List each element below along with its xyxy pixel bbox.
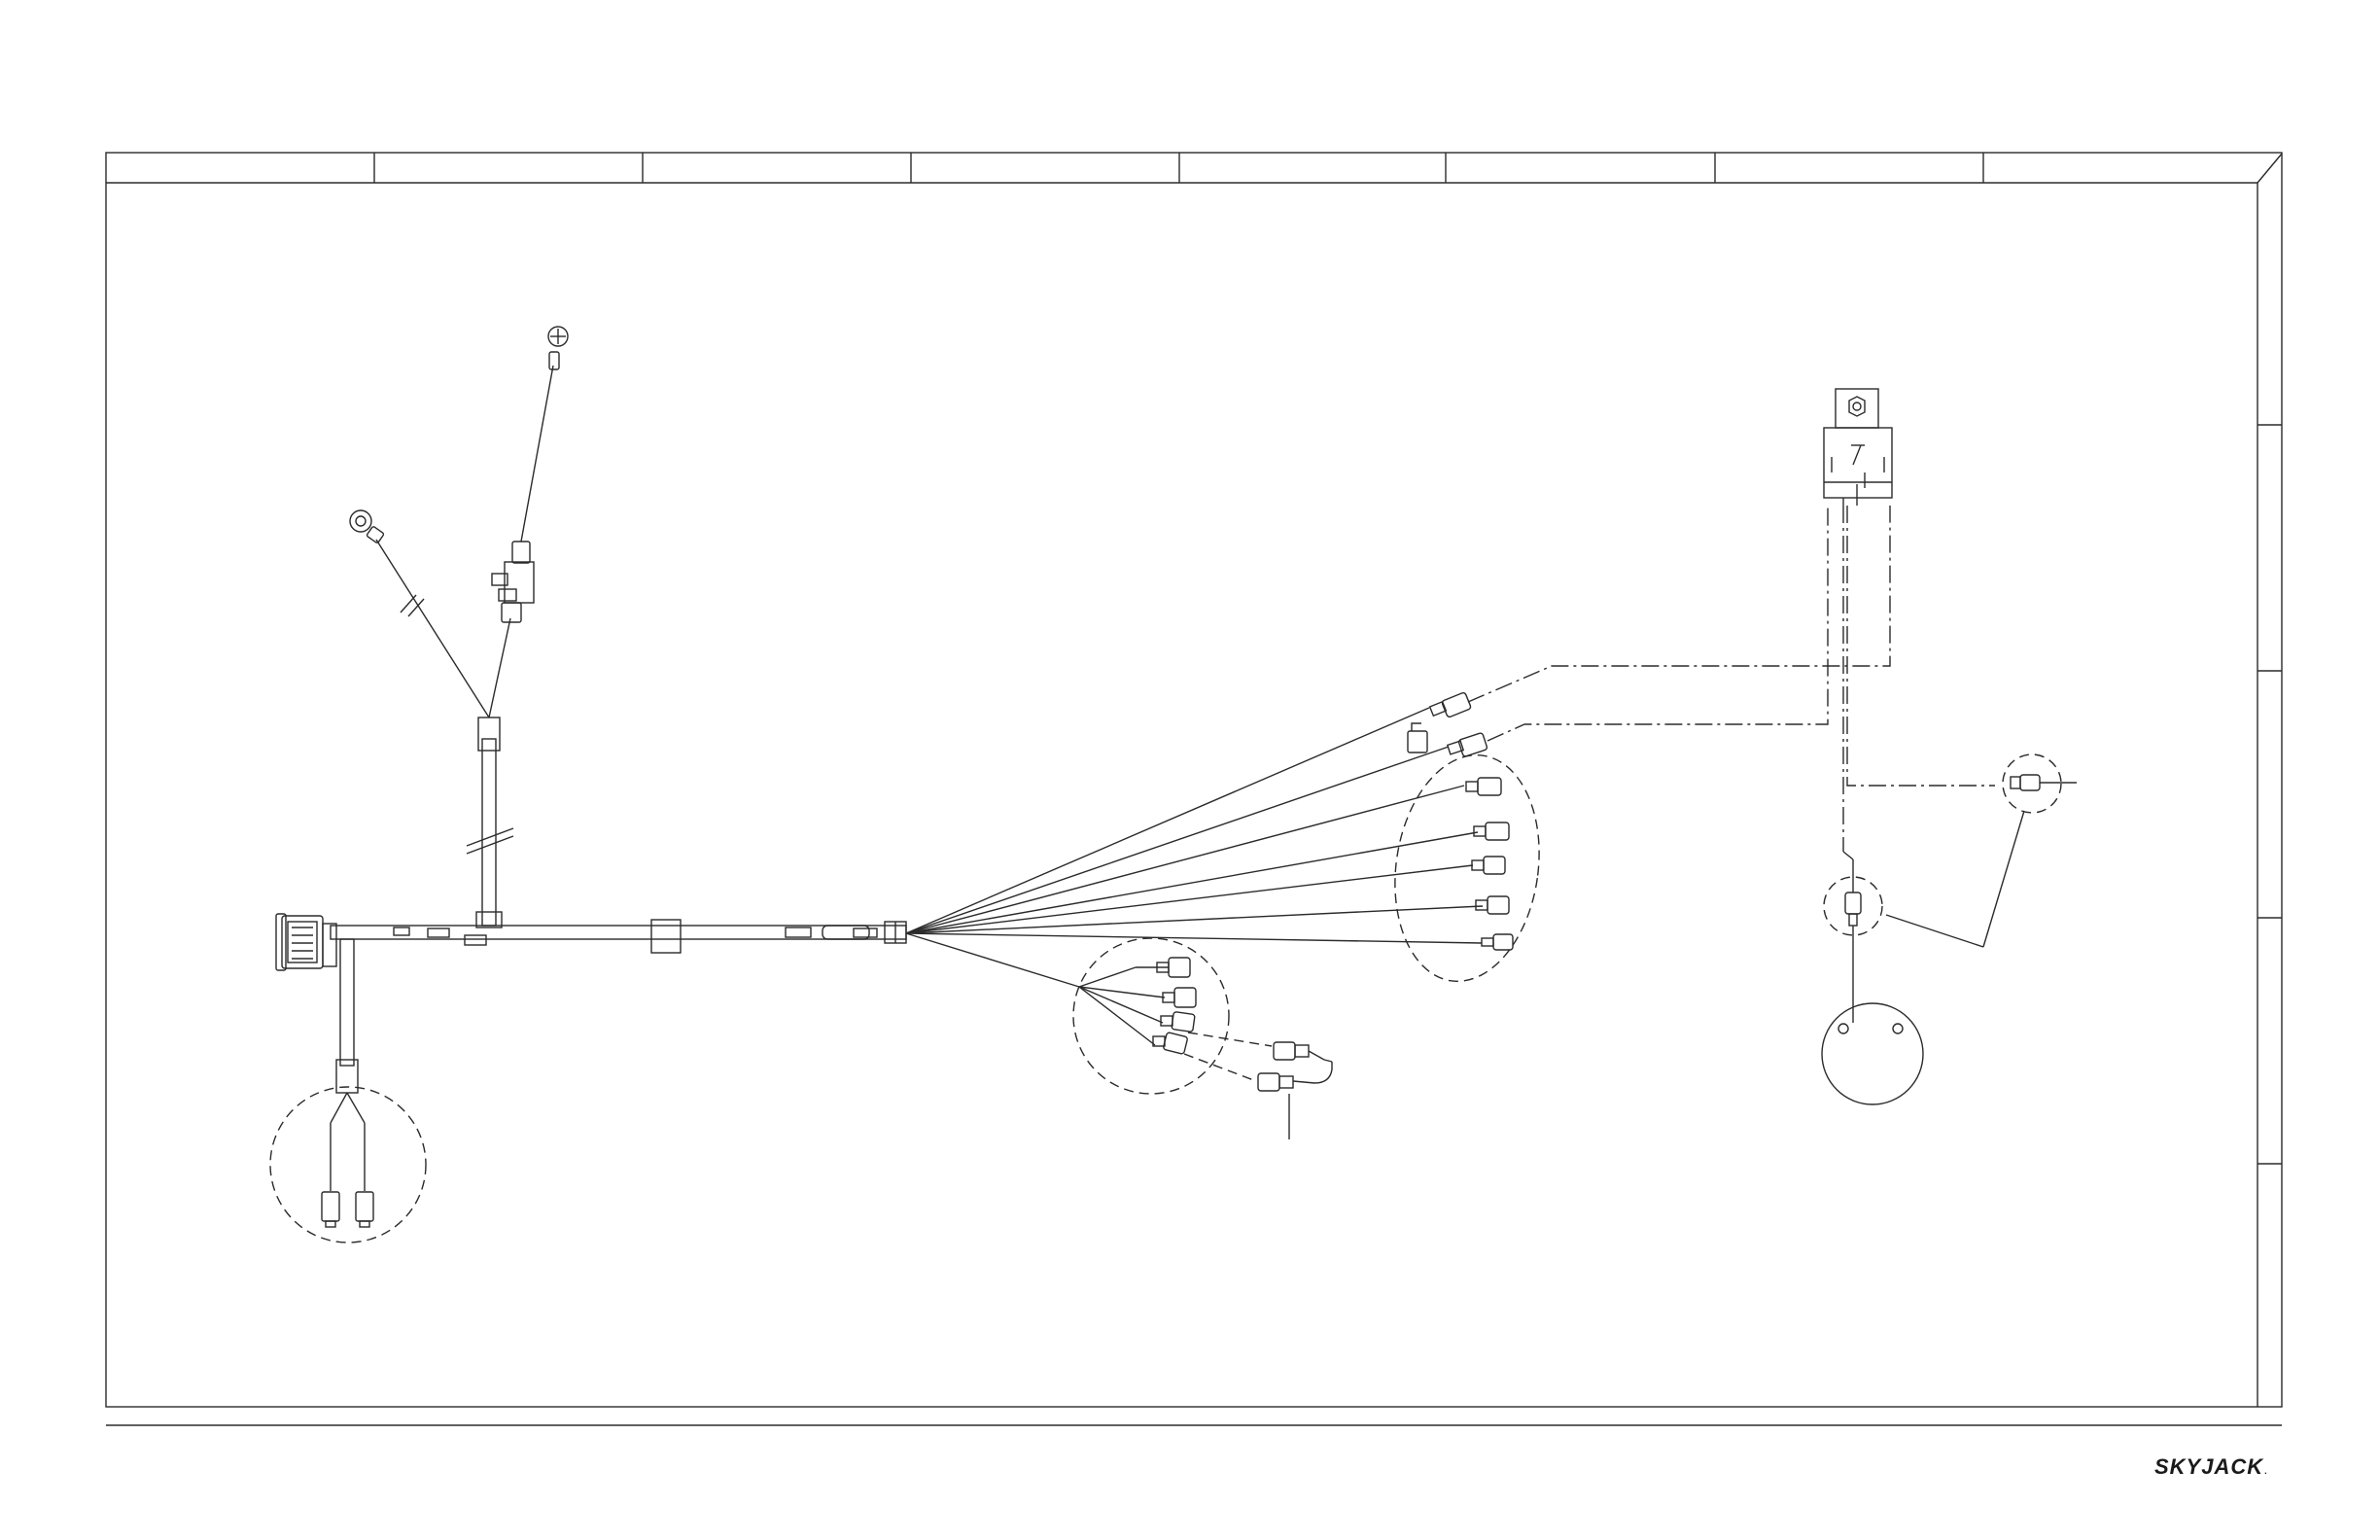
detail-circle-lower-left (270, 1087, 426, 1242)
ring-terminal-icon (548, 327, 568, 369)
spade-connector-icon (1448, 732, 1488, 756)
right-zone-dividers (2258, 425, 2282, 1164)
fan-out-wires (906, 708, 1483, 1045)
brand-logo-mark: . (2264, 1466, 2268, 1476)
top-zone-dividers (374, 153, 1983, 183)
spade-connector-icon (356, 1192, 373, 1227)
brand-logo: SKYJACK . (2154, 1452, 2268, 1482)
spade-connector-icon (1466, 778, 1501, 795)
spade-connector-icon (1153, 1032, 1188, 1055)
spade-connector-icon (1163, 988, 1196, 1007)
spade-connector-icon (1845, 892, 1861, 926)
inline-fuse-holder (492, 542, 534, 622)
multi-pin-connector-icon (276, 914, 336, 970)
routed-wires (1468, 506, 1995, 852)
spade-connector-icon (1472, 857, 1505, 874)
main-harness-trunk (331, 920, 906, 953)
relay-tab-connector (1408, 723, 1427, 752)
detail-circle-lower-fan (1073, 938, 1229, 1094)
lower-fan-connectors (1073, 938, 1332, 1139)
spade-connector-icon (1474, 822, 1509, 840)
upper-branch (350, 327, 568, 928)
spade-connector-icon (1430, 692, 1472, 718)
mating-connector (1258, 1062, 1332, 1091)
spade-connector-icon (322, 1192, 339, 1227)
trunk-sleeve (651, 920, 681, 953)
round-component-icon (1822, 1003, 1923, 1104)
spade-connector-icon (1161, 1012, 1195, 1032)
lower-left-branch (270, 939, 426, 1242)
drawing-frame (106, 153, 2282, 1425)
mating-connector (1274, 1042, 1332, 1062)
spade-connector-icon (1476, 896, 1509, 914)
right-side-detail (1822, 754, 2077, 1104)
spade-connector-icon (2011, 775, 2077, 790)
detail-circle-upper-fan (1381, 746, 1553, 991)
relay-icon (1824, 389, 1892, 506)
spade-connector-icon (1482, 934, 1513, 950)
ring-terminal-icon (350, 510, 384, 543)
brand-logo-text: SKYJACK (2154, 1454, 2263, 1480)
detail-circle-right-upper (2003, 754, 2061, 813)
upper-fan-connectors (1381, 692, 1553, 991)
